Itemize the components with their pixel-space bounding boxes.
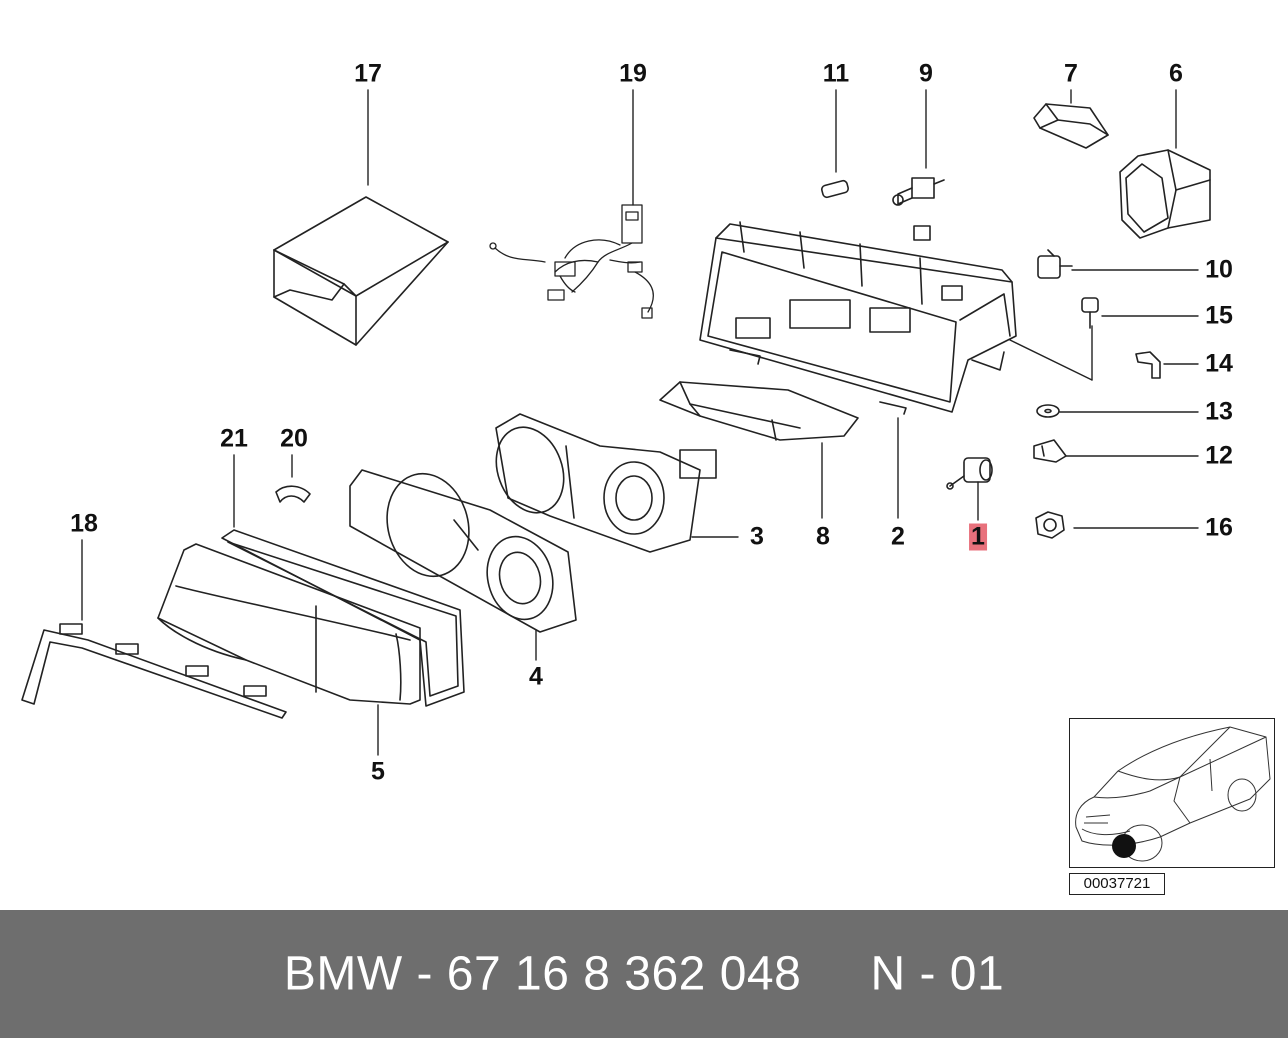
exploded-view-drawing xyxy=(21,89,1211,756)
car-outline-icon xyxy=(1075,726,1271,862)
callout-20: 20 xyxy=(280,424,308,453)
part-6-housing-cap xyxy=(1119,149,1211,239)
callout-18: 18 xyxy=(70,509,98,538)
part-13-washer xyxy=(1036,404,1060,418)
callout-15: 15 xyxy=(1205,301,1233,330)
callout-3: 3 xyxy=(750,522,764,551)
footer-bar: BMW - 67 16 8 362 048 N - 01 xyxy=(0,910,1288,1038)
part-15-screw xyxy=(1081,297,1099,329)
part-20-clip xyxy=(275,485,311,503)
callout-16: 16 xyxy=(1205,513,1233,542)
leader-lines xyxy=(81,89,1199,756)
callout-6: 6 xyxy=(1169,59,1183,88)
part-5-lens xyxy=(157,543,421,705)
part-8-shield xyxy=(659,381,859,441)
part-16-nut xyxy=(1035,511,1065,539)
part-19-wiring-harness xyxy=(489,204,654,319)
part-1-adjuster xyxy=(946,457,993,490)
callout-1-highlighted: 1 xyxy=(969,522,987,551)
part-11-bulb xyxy=(820,179,850,199)
part-17-carton xyxy=(273,196,449,346)
callout-9: 9 xyxy=(919,59,933,88)
vehicle-location-inset xyxy=(1069,718,1275,868)
part-14-pin xyxy=(1135,351,1161,379)
part-10-bulb xyxy=(1037,249,1073,279)
callout-5: 5 xyxy=(371,757,385,786)
callout-21: 21 xyxy=(220,424,248,453)
callout-7: 7 xyxy=(1064,59,1078,88)
callout-4: 4 xyxy=(529,662,543,691)
callout-17: 17 xyxy=(354,59,382,88)
parts-diagram: 17 19 11 9 7 6 10 15 14 13 12 16 1 2 8 3… xyxy=(21,59,1275,895)
callout-19: 19 xyxy=(619,59,647,88)
part-3-reflector xyxy=(495,413,717,553)
part-4-bezel xyxy=(349,469,577,633)
part-2-housing xyxy=(699,221,1017,415)
part-18-trim-strip xyxy=(21,623,287,719)
callout-10: 10 xyxy=(1205,255,1233,284)
part-7-cover xyxy=(1033,103,1109,149)
location-marker-icon xyxy=(1112,834,1136,858)
reference-code: 00037721 xyxy=(1069,873,1165,895)
callout-11: 11 xyxy=(822,59,850,88)
part-12-clip xyxy=(1033,439,1067,463)
callout-2: 2 xyxy=(891,522,905,551)
callout-14: 14 xyxy=(1205,349,1233,378)
part-21-gasket xyxy=(221,529,465,707)
callout-12: 12 xyxy=(1205,441,1233,470)
part-number-caption: BMW - 67 16 8 362 048 N - 01 xyxy=(283,947,1005,1001)
callout-13: 13 xyxy=(1205,397,1233,426)
part-9-bulb xyxy=(892,177,945,206)
callout-8: 8 xyxy=(816,522,830,551)
